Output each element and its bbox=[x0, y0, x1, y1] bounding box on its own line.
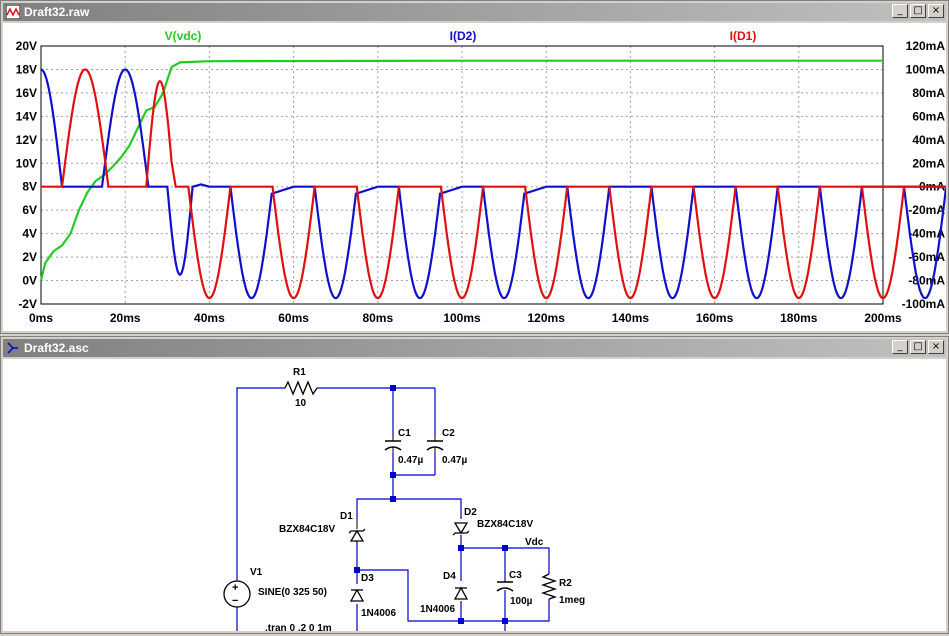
waveform-plot-area[interactable]: 20V 18V 16V 14V 12V 10V 8V 6V 4V 2V 0V -2V 120mA 100… bbox=[3, 23, 949, 331]
r1-resistor[interactable]: R1 10 bbox=[284, 367, 318, 409]
waveform-window-title: Draft32.raw bbox=[24, 5, 90, 19]
x-axis-tick-label: 120ms bbox=[528, 311, 566, 325]
left-axis-tick-label: 0V bbox=[22, 274, 37, 288]
d3-model: 1N4006 bbox=[361, 608, 396, 619]
schematic-window[interactable]: Draft32.asc _ □ × bbox=[0, 336, 949, 636]
c2-capacitor[interactable]: C2 0.47µ bbox=[426, 428, 467, 466]
schematic-app-icon bbox=[7, 342, 18, 354]
left-axis-tick-label: 4V bbox=[22, 227, 37, 241]
r2-value: 1meg bbox=[559, 595, 585, 606]
c3-value: 100µ bbox=[510, 596, 533, 607]
d2-model: BZX84C18V bbox=[477, 519, 533, 530]
right-axis-tick-label: 40mA bbox=[912, 133, 945, 147]
d2-name: D2 bbox=[464, 507, 477, 518]
trace-name-label[interactable]: V(vdc) bbox=[165, 29, 202, 43]
close-button[interactable]: × bbox=[928, 340, 944, 354]
tran-directive[interactable]: .tran 0 .2 0 1m bbox=[265, 623, 332, 634]
minimize-button[interactable]: _ bbox=[892, 340, 908, 354]
v1-minus-sign: − bbox=[232, 595, 238, 607]
c2-value: 0.47µ bbox=[442, 455, 467, 466]
r2-resistor[interactable]: R2 1meg bbox=[540, 573, 585, 606]
c1-value: 0.47µ bbox=[398, 455, 423, 466]
schematic-drawing[interactable]: R1 10 C1 0.47µ C2 0.47µ bbox=[3, 359, 946, 636]
waveform-app-icon bbox=[6, 5, 20, 19]
x-axis-tick-label: 20ms bbox=[110, 311, 141, 325]
right-axis-tick-label: 60mA bbox=[912, 109, 945, 123]
v1-value: SINE(0 325 50) bbox=[258, 587, 327, 598]
d4-model: 1N4006 bbox=[420, 604, 455, 615]
d4-name: D4 bbox=[443, 571, 456, 582]
r1-value: 10 bbox=[295, 398, 307, 409]
right-axis-labels: 120mA100mA80mA60mA40mA20mA0mA-20mA-40mA-… bbox=[902, 39, 946, 311]
waveform-window[interactable]: Draft32.raw _ □ × 20V 18V 16V 14V 12V 10V 8V 6V… bbox=[0, 0, 949, 334]
schematic-window-title: Draft32.asc bbox=[24, 341, 89, 355]
waveform-titlebar[interactable]: Draft32.raw _ □ × bbox=[3, 3, 946, 21]
d1-name: D1 bbox=[340, 511, 353, 522]
left-axis-tick-label: 14V bbox=[16, 109, 37, 123]
schematic-canvas[interactable]: R1 10 C1 0.47µ C2 0.47µ bbox=[3, 359, 946, 636]
d1-zener-diode[interactable]: D1 BZX84C18V bbox=[279, 511, 366, 542]
x-axis-tick-label: 160ms bbox=[696, 311, 734, 325]
c3-capacitor[interactable]: C3 100µ bbox=[496, 570, 533, 607]
trace-name-label[interactable]: I(D1) bbox=[730, 29, 757, 43]
v1-plus-sign: + bbox=[232, 582, 238, 594]
d3-diode[interactable]: D3 1N4006 bbox=[349, 573, 396, 619]
v1-source[interactable]: + − V1 SINE(0 325 50) bbox=[223, 567, 327, 608]
right-axis-tick-label: -40mA bbox=[908, 227, 945, 241]
x-axis-tick-label: 60ms bbox=[278, 311, 309, 325]
x-axis-tick-label: 100ms bbox=[443, 311, 481, 325]
v1-name: V1 bbox=[250, 567, 263, 578]
c2-name: C2 bbox=[442, 428, 455, 439]
x-axis-tick-label: 180ms bbox=[780, 311, 818, 325]
trace-vvdc bbox=[39, 59, 883, 281]
left-axis-tick-label: 2V bbox=[22, 250, 37, 264]
right-axis-tick-label: -20mA bbox=[908, 203, 945, 217]
c1-name: C1 bbox=[398, 428, 411, 439]
r2-name: R2 bbox=[559, 578, 572, 589]
trace-id1 bbox=[41, 68, 947, 300]
d1-model: BZX84C18V bbox=[279, 524, 335, 535]
d2-zener-diode[interactable]: D2 BZX84C18V bbox=[452, 507, 533, 536]
maximize-button[interactable]: □ bbox=[910, 4, 926, 18]
right-axis-tick-label: 80mA bbox=[912, 86, 945, 100]
left-axis-tick-label: 18V bbox=[16, 62, 37, 76]
x-axis-tick-label: 200ms bbox=[864, 311, 902, 325]
schematic-titlebar[interactable]: Draft32.asc _ □ × bbox=[3, 339, 946, 357]
close-button[interactable]: × bbox=[928, 4, 944, 18]
x-axis-tick-label: 40ms bbox=[194, 311, 225, 325]
x-axis-tick-label: 140ms bbox=[612, 311, 650, 325]
c3-name: C3 bbox=[509, 570, 522, 581]
minimize-button[interactable]: _ bbox=[892, 4, 908, 18]
trace-legend: V(vdc) I(D2) I(D1) bbox=[165, 29, 757, 43]
schematic-nodes bbox=[354, 385, 508, 636]
left-axis-labels: 20V 18V 16V 14V 12V 10V 8V 6V 4V 2V 0V -2V bbox=[16, 39, 37, 311]
plot-grid bbox=[40, 45, 884, 305]
right-axis-tick-label: -100mA bbox=[902, 297, 946, 311]
schematic-wires bbox=[236, 387, 550, 636]
left-axis-tick-label: 16V bbox=[16, 86, 37, 100]
left-axis-tick-label: 8V bbox=[22, 180, 37, 194]
d3-name: D3 bbox=[361, 573, 374, 584]
left-axis-tick-label: 10V bbox=[16, 156, 37, 170]
trace-name-label[interactable]: I(D2) bbox=[450, 29, 477, 43]
x-axis-tick-label: 0ms bbox=[29, 311, 53, 325]
net-label-vdc[interactable]: Vdc bbox=[525, 537, 544, 548]
x-axis-labels: 0ms 20ms 40ms 60ms 80ms 100ms 120ms 140ms 160ms 1… bbox=[29, 311, 902, 325]
waveform-plot[interactable]: 20V 18V 16V 14V 12V 10V 8V 6V 4V 2V 0V -2V 120mA 100… bbox=[3, 23, 949, 331]
right-axis-tick-label: -80mA bbox=[908, 274, 945, 288]
r1-name: R1 bbox=[293, 367, 306, 378]
left-axis-tick-label: 12V bbox=[16, 133, 37, 147]
right-axis-tick-label: 100mA bbox=[906, 62, 946, 76]
x-axis-tick-label: 80ms bbox=[362, 311, 393, 325]
left-axis-tick-label: -2V bbox=[18, 297, 37, 311]
right-axis-tick-label: 20mA bbox=[912, 156, 945, 170]
left-axis-tick-label: 6V bbox=[22, 203, 37, 217]
d4-diode[interactable]: D4 1N4006 bbox=[420, 571, 469, 615]
left-axis-tick-label: 20V bbox=[16, 39, 37, 53]
maximize-button[interactable]: □ bbox=[910, 340, 926, 354]
right-axis-tick-label: 120mA bbox=[906, 39, 946, 53]
plot-frame bbox=[40, 45, 884, 305]
c1-capacitor[interactable]: C1 0.47µ bbox=[384, 428, 423, 466]
